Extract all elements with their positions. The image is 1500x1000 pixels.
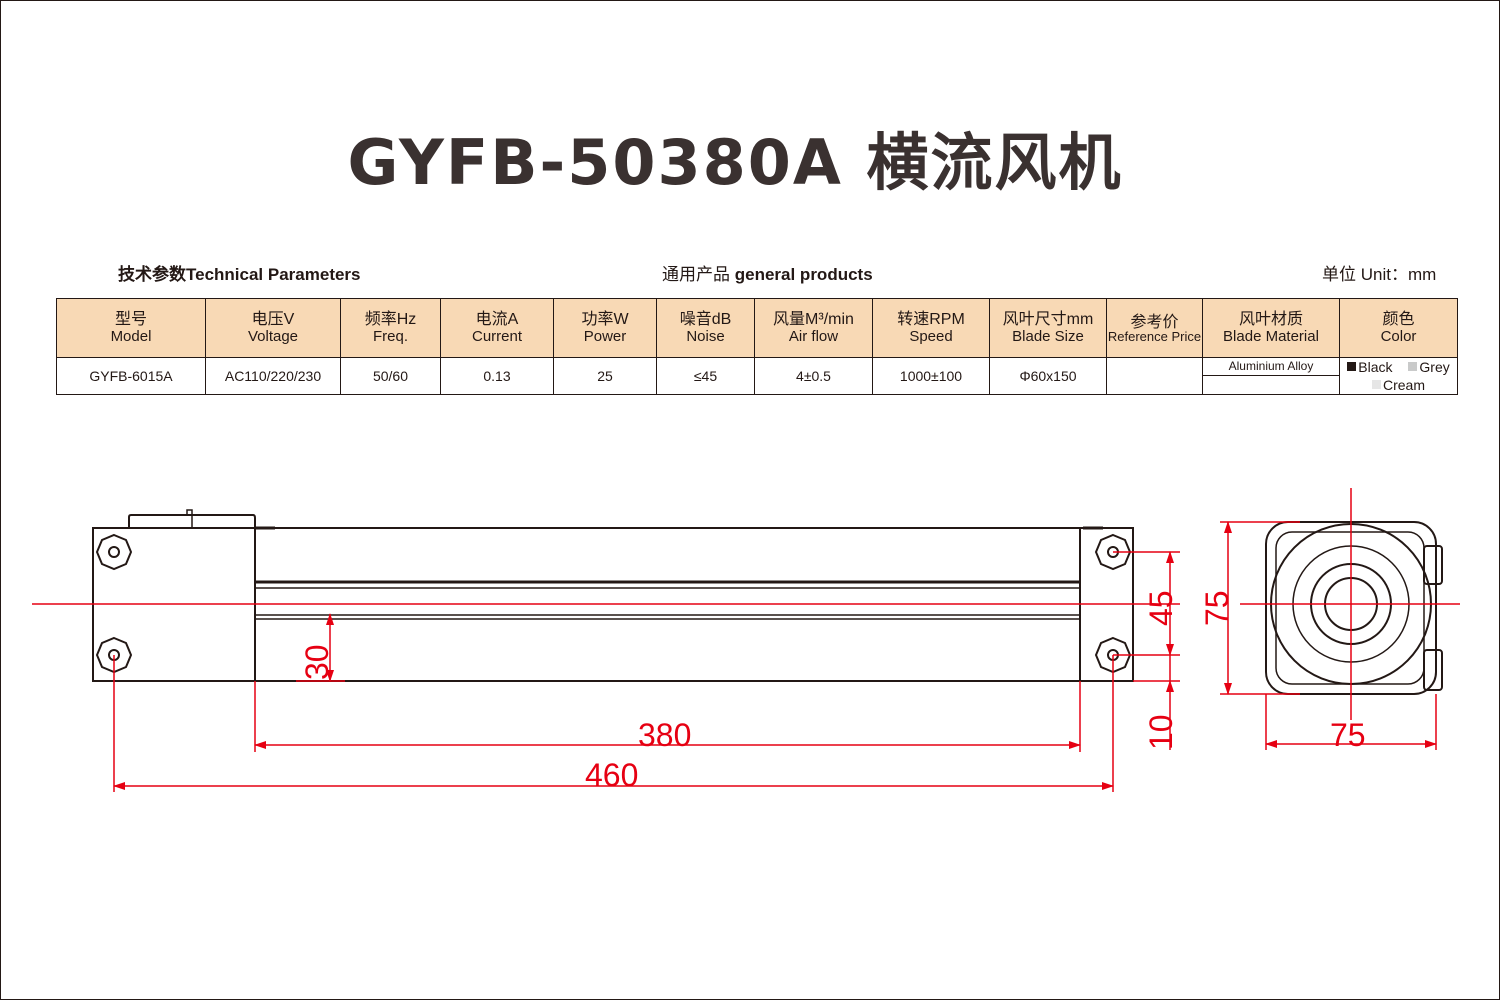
cell-noise: ≤45: [656, 357, 755, 395]
dim-side-75-height: 75: [1199, 590, 1235, 626]
page-title: GYFB-50380A 横流风机: [347, 126, 1123, 199]
dim-45: 45: [1143, 590, 1179, 626]
cell-speed: 1000±100: [872, 357, 990, 395]
dim-10: 10: [1143, 714, 1179, 750]
color-black-label: Black: [1358, 359, 1393, 375]
front-view: [92, 509, 1134, 682]
swatch-cream: [1371, 380, 1381, 389]
general-products-cn: 通用产品: [662, 265, 730, 284]
side-bracket-bottom: [1423, 649, 1443, 691]
dim-460: 460: [585, 757, 638, 793]
swatch-black: [1347, 362, 1357, 371]
color-grey-label: Grey: [1419, 359, 1450, 375]
general-products-label: 通用产品 general products: [662, 260, 873, 285]
wire-terminal: [186, 509, 193, 528]
mounting-hole: [95, 533, 133, 571]
cell-power: 25: [553, 357, 657, 395]
cell-current: 0.13: [440, 357, 554, 395]
swatch-grey: [1408, 362, 1418, 371]
cell-price: [1106, 357, 1203, 395]
side-bracket-top: [1423, 545, 1443, 585]
dim-side-75-width: 75: [1330, 717, 1366, 753]
dim-30: 30: [299, 644, 335, 680]
side-dimensions: [1220, 488, 1460, 750]
cell-blade-material: Aluminium Alloy: [1202, 357, 1340, 395]
unit-label: 单位 Unit：mm: [1322, 265, 1437, 284]
dim-380: 380: [638, 717, 691, 753]
cell-model: GYFB-6015A: [56, 357, 206, 395]
table-row: GYFB-6015A AC110/220/230 50/60 0.13 25 ≤…: [56, 357, 1458, 395]
cell-freq: 50/60: [340, 357, 441, 395]
cell-voltage: AC110/220/230: [205, 357, 341, 395]
tech-params-label: 技术参数Technical Parameters: [118, 265, 361, 284]
general-products-en: general products: [734, 265, 873, 284]
side-view: [1265, 521, 1443, 695]
cell-colors: Black Grey Cream: [1339, 357, 1458, 395]
front-dimensions: [32, 551, 1180, 792]
blade-material-value: Aluminium Alloy: [1203, 359, 1339, 376]
color-cream-label: Cream: [1382, 377, 1425, 393]
